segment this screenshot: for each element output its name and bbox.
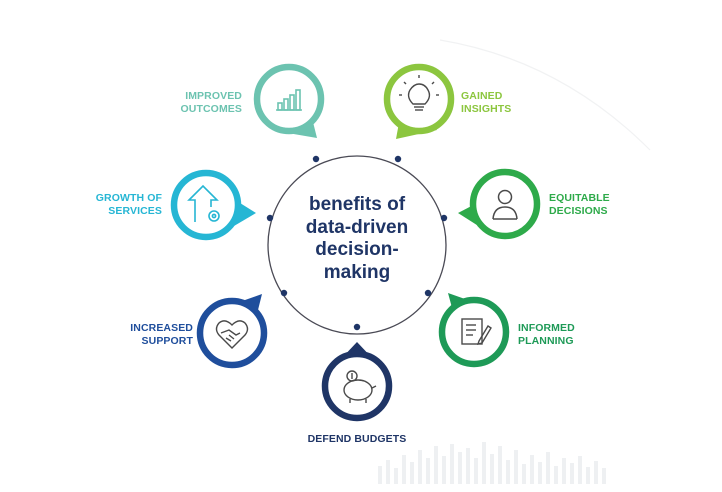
center-circle [267, 155, 447, 335]
node-label-line: GROWTH OF [95, 192, 162, 204]
node-growth-of-services [170, 169, 256, 241]
node-label-line: DEFEND BUDGETS [307, 433, 407, 445]
background-bars-decoration [378, 442, 606, 484]
checklist-icon [461, 318, 492, 345]
node-label-line: DECISIONS [549, 205, 608, 217]
center-title-line: decision- [315, 239, 399, 260]
node-ring [438, 296, 510, 368]
node-ring [253, 63, 325, 135]
node-label-line: EQUITABLE [549, 192, 610, 204]
node-label-line: INCREASED [130, 322, 193, 334]
connector-dots [266, 155, 448, 331]
piggy-bank-icon [343, 370, 377, 403]
connector-dot [440, 214, 448, 222]
node-gained-insights [383, 63, 455, 139]
node-informed-planning [438, 293, 510, 368]
label-defend-budgets: DEFEND BUDGETS [282, 433, 432, 446]
node-ring [321, 350, 393, 422]
lightbulb-icon [399, 75, 439, 111]
connector-dot [266, 214, 274, 222]
connector-dot [280, 289, 288, 297]
center-title-line: making [323, 261, 391, 283]
node-label-line: OUTCOMES [180, 103, 242, 115]
node-increased-support [196, 294, 268, 369]
node-ring [170, 169, 242, 241]
connector-dot [424, 289, 432, 297]
node-label-line: INFORMED [518, 322, 575, 334]
node-label-line: SERVICES [108, 205, 162, 217]
node-label-line: PLANNING [518, 335, 574, 347]
node-label-line: GAINED [461, 90, 503, 102]
node-equitable-decisions [458, 168, 541, 240]
background-curve-decoration [439, 39, 651, 151]
connector-dot [394, 155, 402, 163]
center-title-line: data-driven [305, 216, 409, 238]
node-label-line: IMPROVED [185, 90, 242, 102]
handshake-heart-icon [215, 320, 249, 349]
growth-arrow-gear-icon [187, 184, 220, 222]
center-title-line: benefits of [308, 194, 406, 215]
person-icon [492, 189, 518, 220]
node-defend-budgets [321, 342, 393, 422]
node-ring [383, 63, 455, 135]
bar-chart-icon [276, 89, 302, 111]
node-improved-outcomes [253, 63, 325, 138]
connector-dot [353, 323, 361, 331]
connector-dot [312, 155, 320, 163]
node-label-line: INSIGHTS [461, 103, 512, 115]
node-label-line: SUPPORT [141, 335, 193, 347]
